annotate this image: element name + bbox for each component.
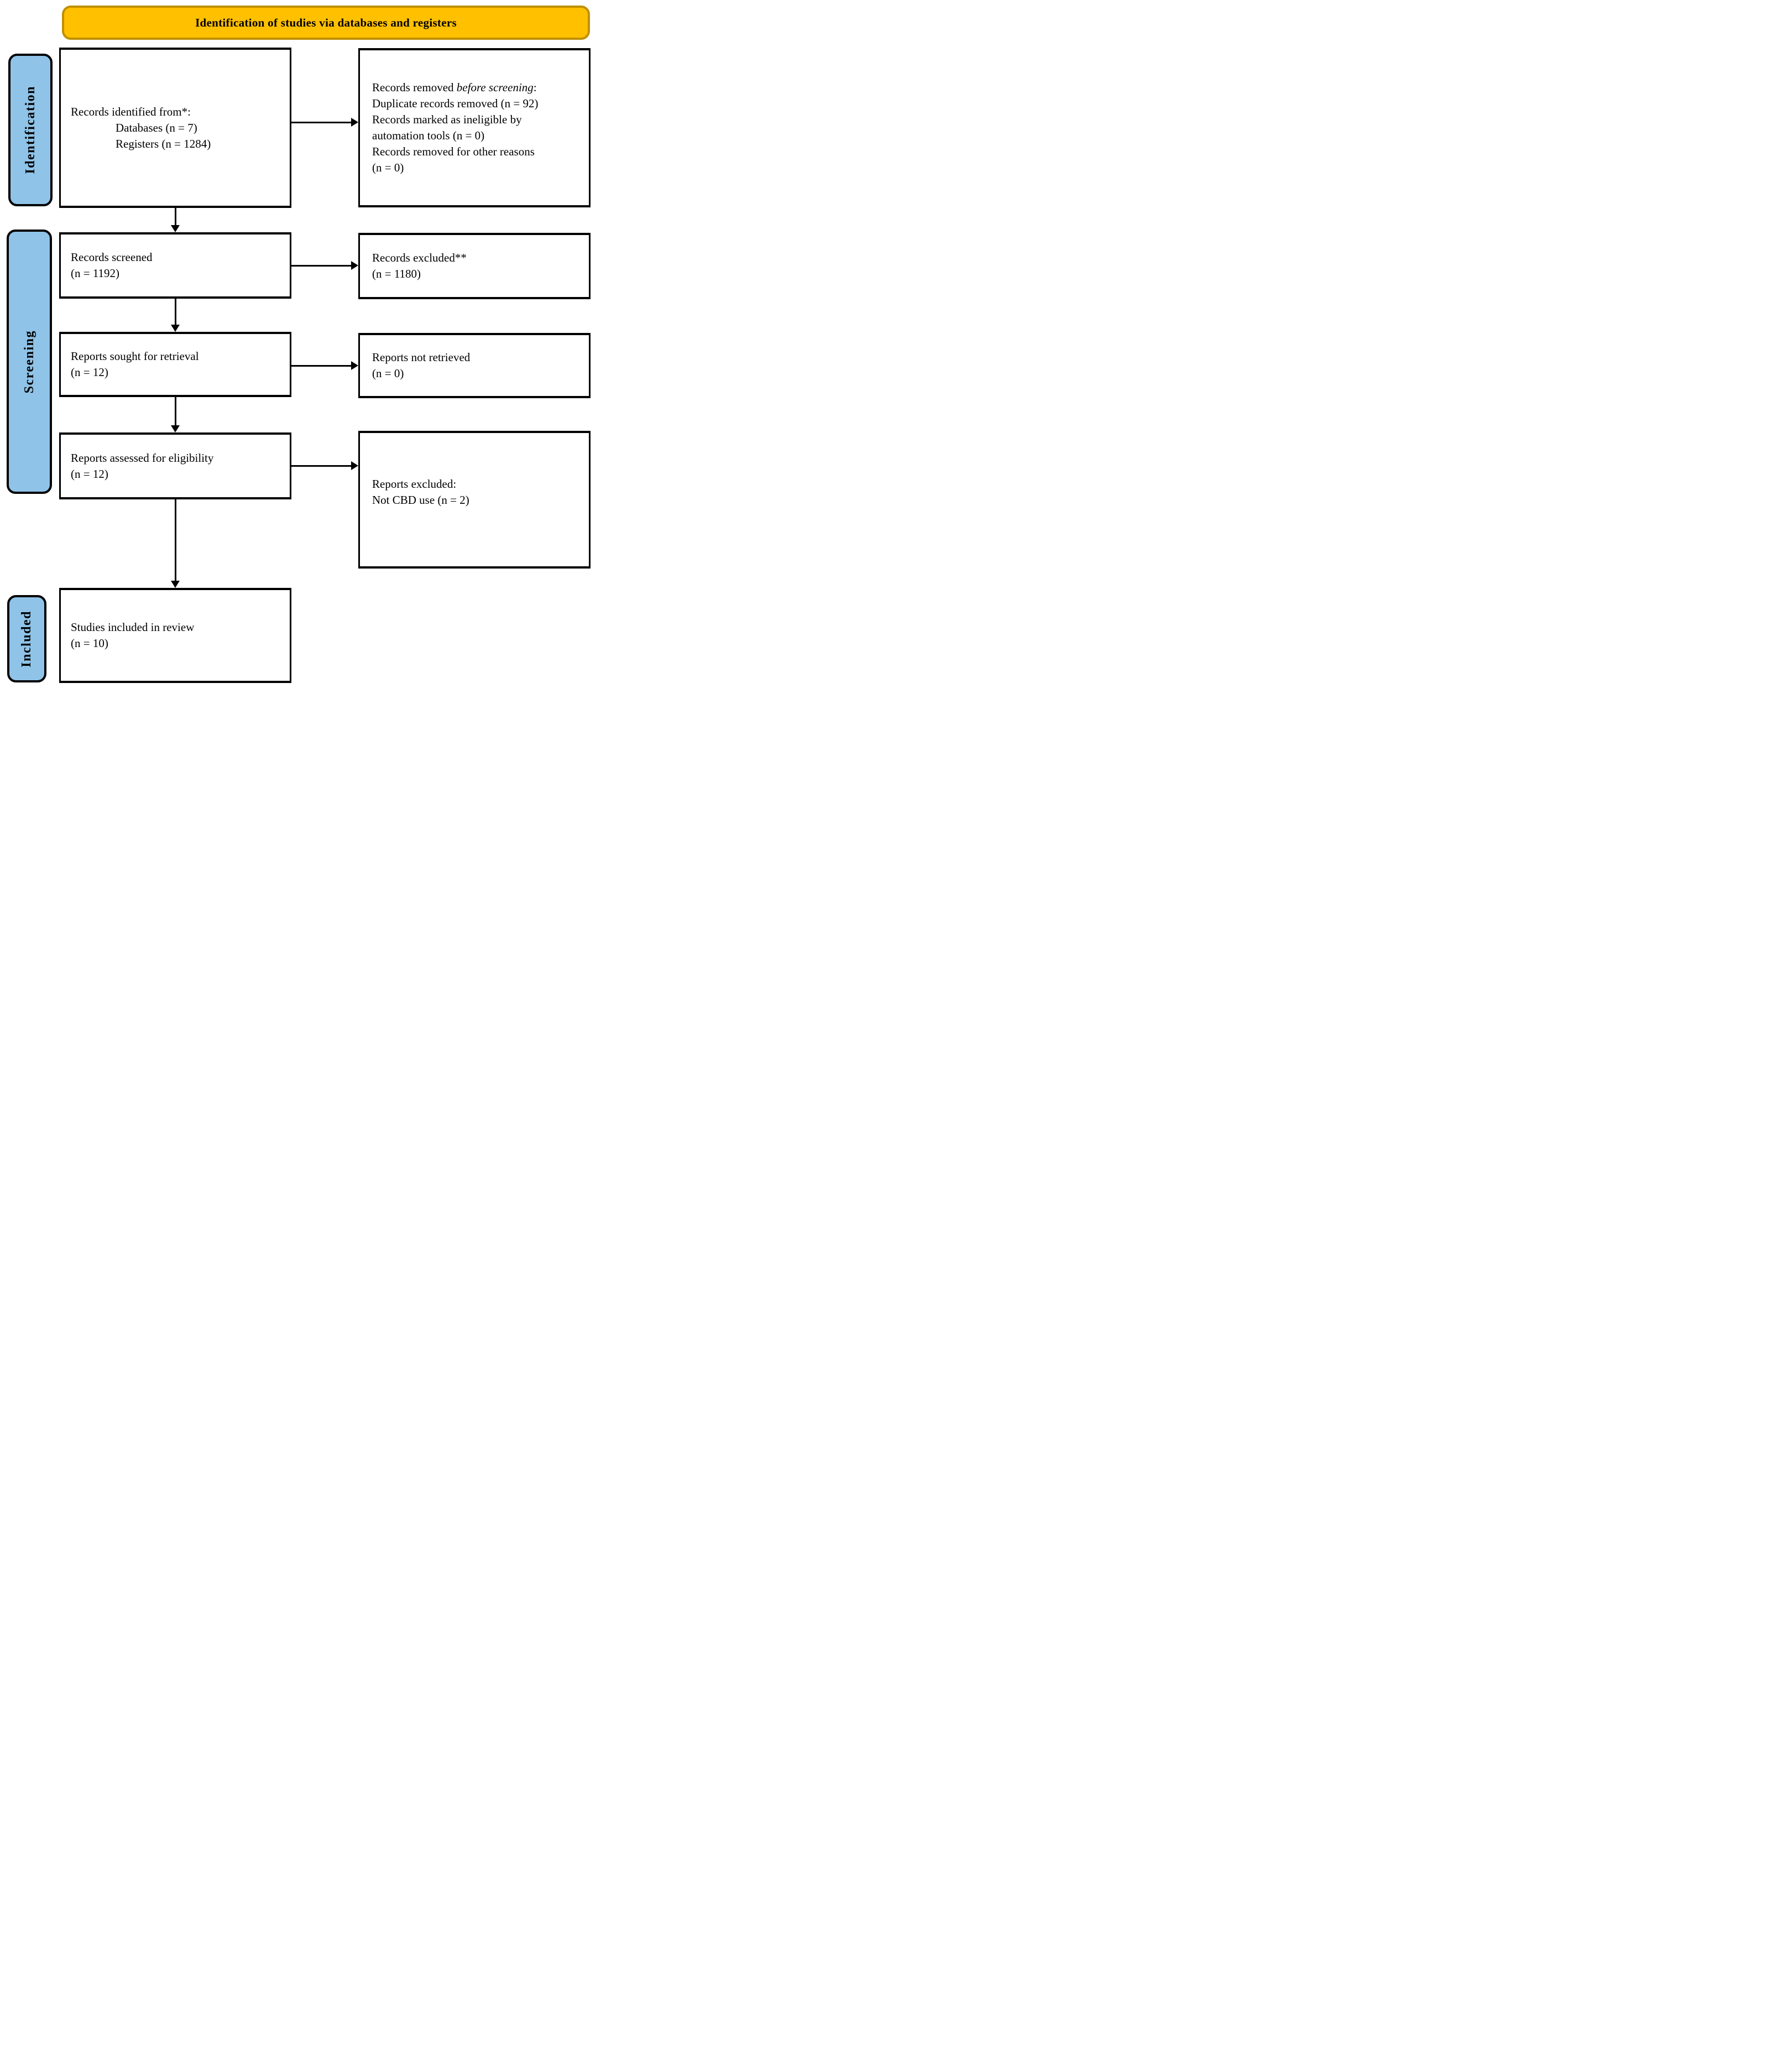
box-text-line: (n = 1192) [71, 267, 120, 280]
box-text-line: Duplicate records removed (n = 92) [372, 97, 539, 110]
box-text-line: Records screened [71, 251, 153, 264]
box-reports-assessed: Reports assessed for eligibility (n = 12… [59, 432, 291, 499]
box-text-line: Reports assessed for eligibility [71, 451, 214, 465]
arrow-down-assessed-to-included [175, 499, 176, 581]
box-text-line: Not CBD use (n = 2) [372, 493, 469, 507]
box-text-line: (n = 0) [372, 161, 404, 174]
box-records-removed: Records removed before screening: Duplic… [358, 48, 591, 207]
box-text-line: (n = 0) [372, 367, 404, 380]
stage-label-identification: Identification [8, 54, 53, 206]
arrow-down-head-icon [171, 581, 180, 588]
box-text-line: Studies included in review [71, 621, 195, 634]
box-reports-sought: Reports sought for retrieval (n = 12) [59, 332, 291, 397]
arrow-right-assessed-to-reports-excluded [291, 465, 351, 467]
arrow-right-sought-to-not-retrieved [291, 365, 351, 367]
box-records-identified: Records identified from*: Databases (n =… [59, 48, 291, 208]
box-text-line: Records identified from*: [71, 105, 191, 118]
box-text-line: Records excluded** [372, 251, 467, 264]
arrow-right-head-icon [351, 461, 358, 470]
box-text-line: (n = 12) [71, 366, 108, 379]
arrow-down-sought-to-assessed [175, 397, 176, 425]
arrow-right-screened-to-excluded [291, 265, 351, 267]
arrow-right-head-icon [351, 118, 358, 127]
arrow-down-head-icon [171, 325, 180, 332]
arrow-down-head-icon [171, 225, 180, 232]
box-text-line: (n = 10) [71, 637, 108, 650]
arrow-down-identified-to-screened [175, 208, 176, 225]
banner: Identification of studies via databases … [62, 6, 590, 40]
box-records-excluded: Records excluded** (n = 1180) [358, 233, 591, 299]
stage-label-included: Included [7, 595, 46, 682]
box-records-screened: Records screened (n = 1192) [59, 232, 291, 299]
box-text-line: (n = 12) [71, 467, 108, 481]
box-reports-excluded: Reports excluded: Not CBD use (n = 2) [358, 431, 591, 569]
arrow-right-identified-to-removed [291, 122, 351, 123]
banner-title: Identification of studies via databases … [195, 15, 457, 29]
box-reports-not-retrieved: Reports not retrieved (n = 0) [358, 333, 591, 398]
stage-label-text: Identification [23, 86, 38, 174]
box-text-line: Reports sought for retrieval [71, 350, 199, 363]
box-text-segment-italic: before screening [456, 81, 534, 94]
box-text-segment: Records removed [372, 81, 457, 94]
arrow-right-head-icon [351, 361, 358, 370]
box-text-line: Records removed for other reasons [372, 145, 535, 158]
box-text-line: automation tools (n = 0) [372, 129, 485, 142]
box-studies-included: Studies included in review (n = 10) [59, 588, 291, 683]
box-text-line: Registers (n = 1284) [116, 137, 211, 150]
box-text-segment: : [533, 81, 537, 94]
arrow-down-screened-to-sought [175, 299, 176, 325]
box-text-line: Records marked as ineligible by [372, 113, 522, 126]
box-text-line: (n = 1180) [372, 267, 421, 280]
stage-label-text: Included [19, 610, 34, 668]
arrow-down-head-icon [171, 425, 180, 432]
stage-label-text: Screening [22, 330, 36, 394]
stage-label-screening: Screening [7, 230, 52, 494]
box-text-line: Records removed before screening: [372, 80, 581, 96]
arrow-right-head-icon [351, 261, 358, 270]
box-text-line: Reports excluded: [372, 477, 457, 491]
box-text-line: Databases (n = 7) [116, 121, 197, 134]
box-text-line: Reports not retrieved [372, 351, 471, 364]
prisma-flow-diagram: Identification of studies via databases … [0, 0, 597, 685]
